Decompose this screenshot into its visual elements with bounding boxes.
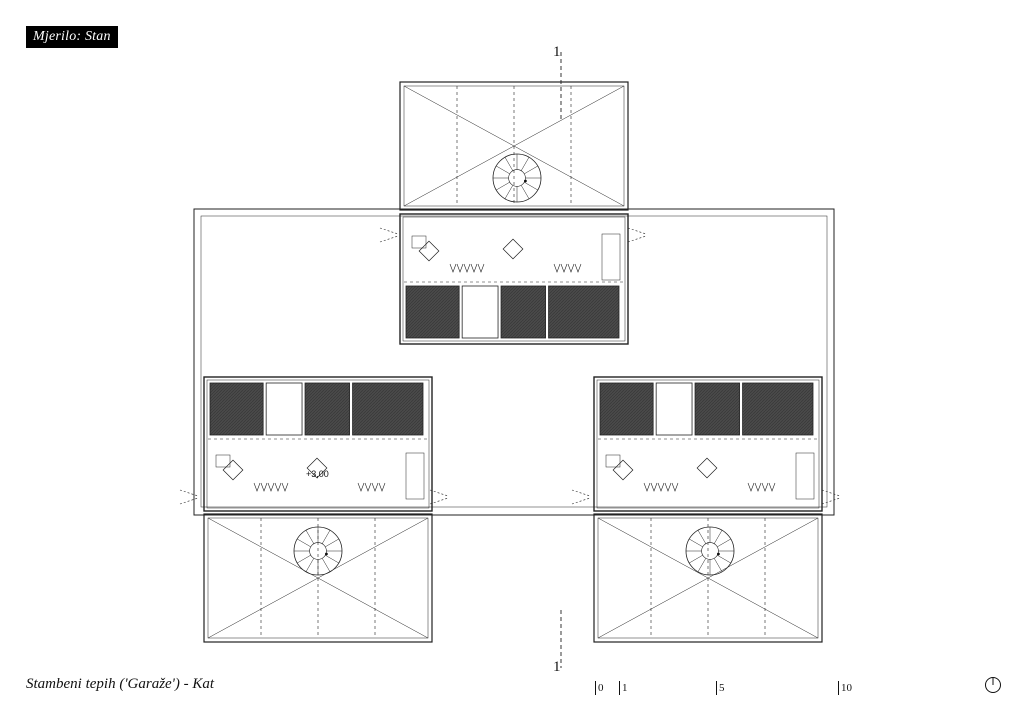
courtyard-right xyxy=(593,513,823,643)
north-arrow-icon xyxy=(985,677,1001,693)
courtyard-top xyxy=(399,81,629,211)
drawing-title: Stambeni tepih ('Garaže') - Kat xyxy=(26,676,215,692)
scale-tick-10: 10 xyxy=(838,681,852,695)
scale-tick-1: 1 xyxy=(619,681,628,695)
spiral-stair-icon xyxy=(685,526,735,576)
entrance-markers xyxy=(179,227,841,505)
scale-label: Mjerilo: Stan xyxy=(26,26,118,48)
unit-left xyxy=(203,376,433,512)
elevation-label: +3,00 xyxy=(306,469,329,479)
scale-tick-0: 0 xyxy=(595,681,604,695)
courtyard-left xyxy=(203,513,433,643)
unit-top xyxy=(399,213,629,345)
section-marker-bottom: 1 xyxy=(553,659,561,675)
spiral-stair-icon xyxy=(293,526,343,576)
spiral-stair-icon xyxy=(492,153,542,203)
unit-right xyxy=(593,376,823,512)
section-marker-top: 1 xyxy=(553,44,561,60)
plan-geometry xyxy=(179,52,841,668)
scale-tick-5: 5 xyxy=(716,681,725,695)
outer-frame xyxy=(193,208,835,516)
